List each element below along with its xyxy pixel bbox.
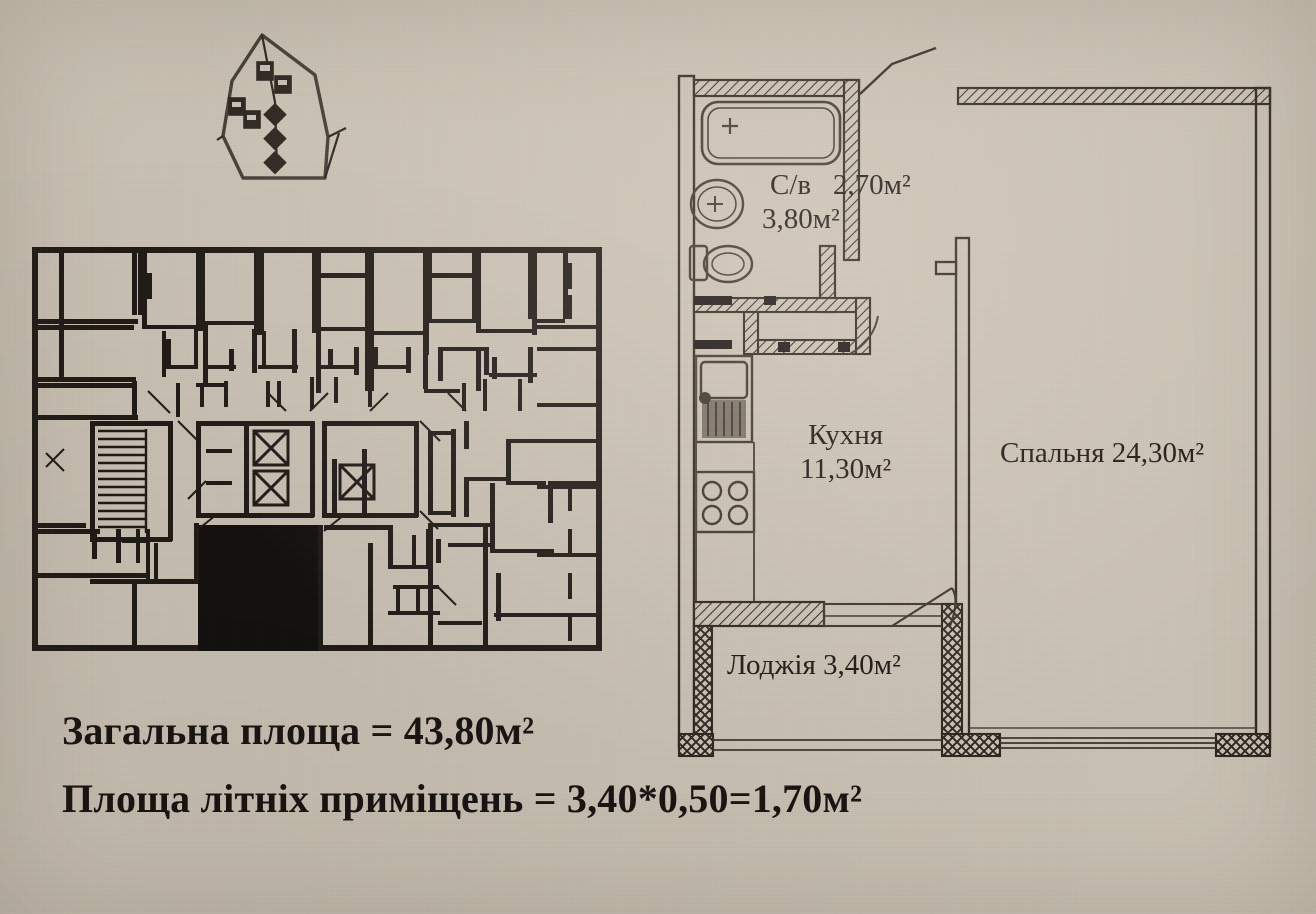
kitchen-door-swing [849, 315, 879, 355]
total-area-caption: Загальна площа = 43,80м² [62, 708, 535, 753]
bathtub [700, 100, 842, 166]
bathroom-area-1: 2,70м² [832, 169, 911, 201]
loggia-wall-top [692, 600, 952, 628]
exterior-wall-top [692, 78, 1272, 106]
exterior-wall-left [677, 74, 696, 750]
exterior-wall-right [1254, 86, 1272, 750]
toilet [688, 244, 754, 284]
pointer-leader [859, 46, 937, 95]
site-building-blocks [228, 61, 292, 175]
highlighted-apartment [198, 525, 318, 651]
building-key-plan [32, 247, 602, 651]
room-label-loggia: Лоджія 3,40м² [727, 648, 901, 682]
door-jambs [694, 296, 850, 352]
room-label-bedroom: Спальня 24,30м² [1000, 436, 1204, 470]
washbasin [689, 178, 745, 230]
bedroom-label: Спальня 24,30м² [1000, 437, 1205, 469]
bathroom-area-2: 3,80м² [762, 203, 840, 236]
stair-treads [98, 429, 148, 533]
loggia-label: Лоджія 3,40м² [727, 649, 901, 681]
apartment-unit-plan [677, 46, 1272, 758]
loggia-door-swing [891, 587, 957, 627]
kitchen-sink [694, 354, 754, 444]
elevator-cabs [252, 429, 376, 507]
key-plan-door-swings [45, 390, 467, 606]
key-plan-walls-lower [38, 403, 599, 651]
bathroom-name: С/в [770, 169, 812, 201]
kitchen-area: 11,30м² [800, 453, 892, 486]
site-plan-diagram [216, 33, 347, 180]
bathroom-wall-right [842, 78, 861, 262]
cooktop [694, 470, 756, 534]
room-label-bathroom: С/в 2,70м² 3,80м² [762, 168, 911, 236]
summer-area-caption: Площа літніх приміщень = 3,40*0,50=1,70м… [62, 776, 863, 821]
bottom-wall [677, 732, 1272, 758]
loggia-wall-right [940, 602, 964, 738]
room-label-kitchen: Кухня 11,30м² [800, 418, 891, 486]
loggia-wall-left [692, 624, 714, 738]
kitchen-name: Кухня [808, 419, 884, 451]
